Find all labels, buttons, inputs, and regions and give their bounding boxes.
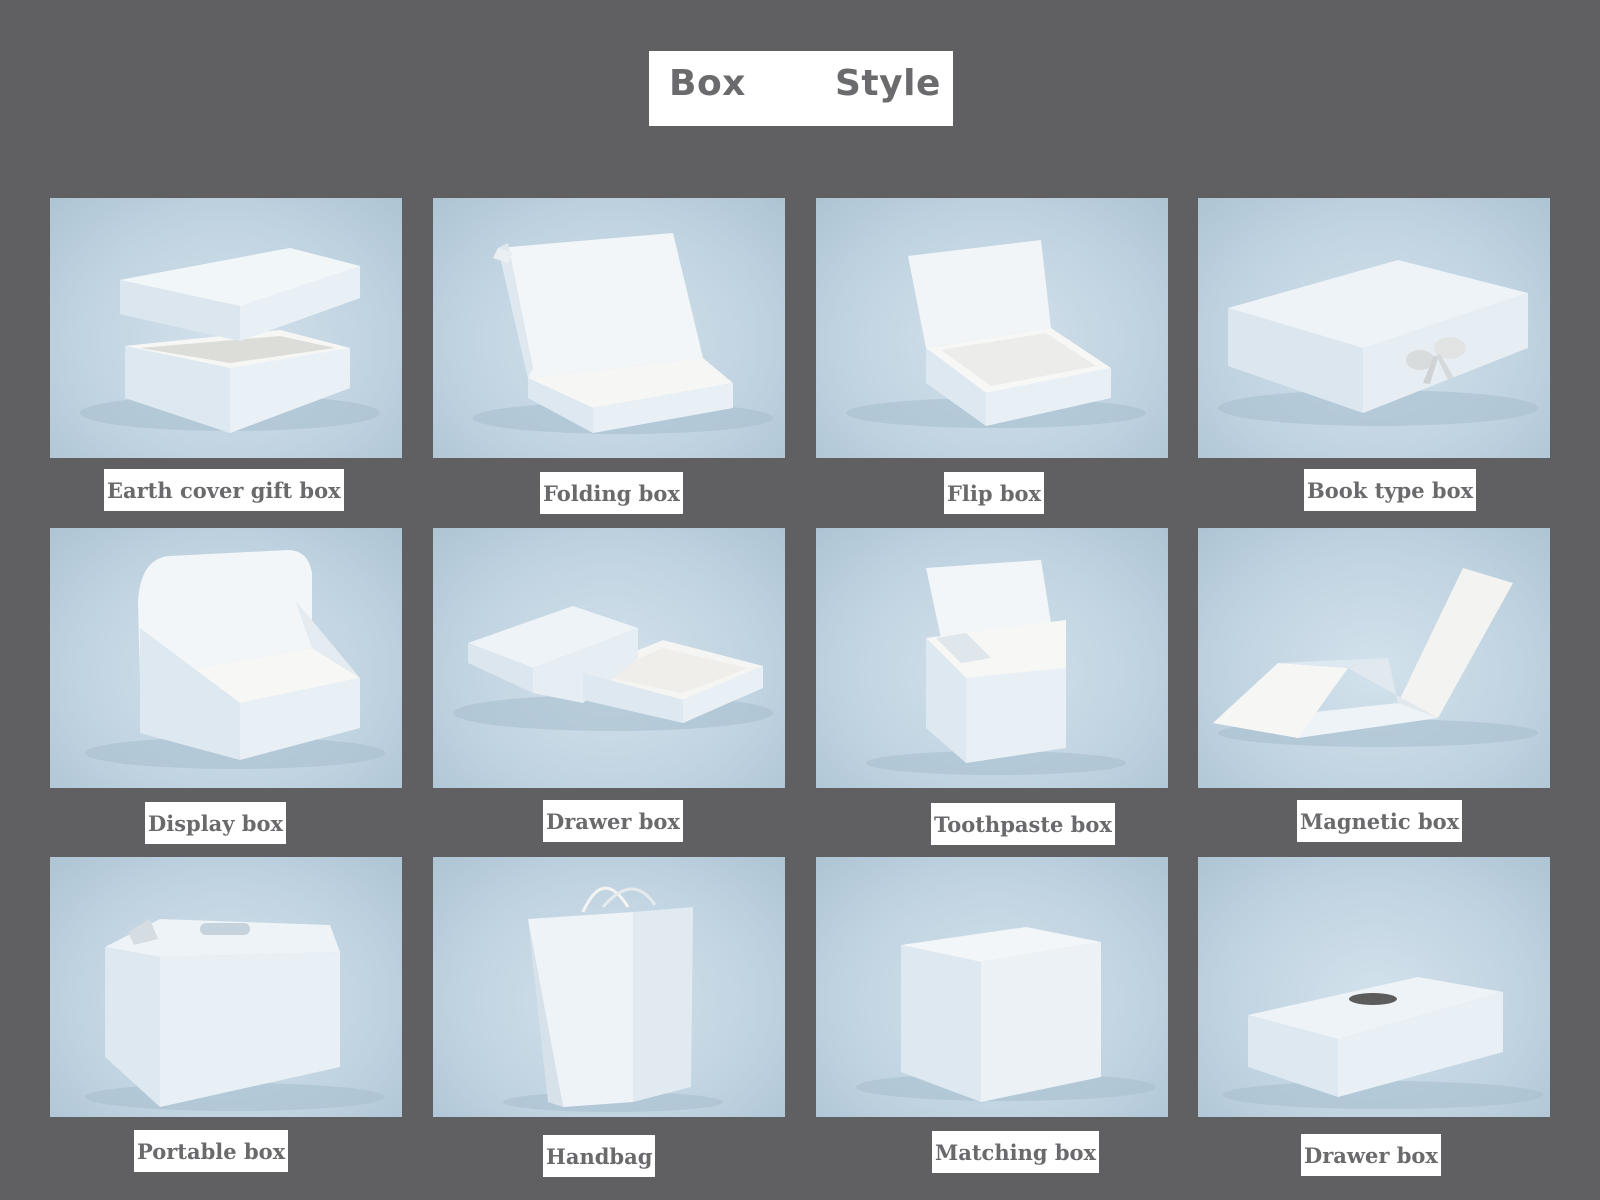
flip-lid-box-icon [846, 240, 1146, 428]
tile-tissue-box [1198, 857, 1550, 1117]
folding-mailer-box-icon [473, 233, 773, 434]
label-drawer-box-2: Drawer box [1301, 1134, 1441, 1176]
title-word-box: Box [669, 63, 746, 104]
tile-earth-cover-gift-box [50, 198, 402, 458]
label-toothpaste-box: Toothpaste box [931, 803, 1115, 845]
label-portable-box: Portable box [134, 1130, 289, 1172]
paper-bag-icon [503, 886, 723, 1112]
tile-magnetic-box [1198, 528, 1550, 788]
tile-matching-box [816, 857, 1168, 1117]
tile-flip-box [816, 198, 1168, 458]
label-magnetic-box: Magnetic box [1297, 800, 1463, 842]
tile-folding-box [433, 198, 785, 458]
tile-handbag [433, 857, 785, 1117]
lid-and-base-box-icon [80, 248, 380, 433]
tile-display-box [50, 528, 402, 788]
shipping-carton-icon [856, 927, 1156, 1102]
tuck-end-box-icon [866, 560, 1126, 775]
label-earth-cover-gift-box: Earth cover gift box [104, 469, 344, 511]
label-display-box: Display box [145, 802, 287, 844]
sliding-drawer-box-icon [453, 606, 773, 731]
label-book-type-box: Book type box [1304, 469, 1477, 511]
tissue-box-icon [1223, 977, 1543, 1109]
carry-handle-box-icon [85, 919, 385, 1111]
magnetic-folding-box-icon [1213, 568, 1538, 747]
tile-drawer-box [433, 528, 785, 788]
label-drawer-box: Drawer box [543, 800, 683, 842]
label-folding-box: Folding box [540, 472, 683, 514]
label-handbag: Handbag [543, 1135, 656, 1177]
title-word-style: Style [835, 63, 941, 104]
tile-book-type-box [1198, 198, 1550, 458]
tile-toothpaste-box [816, 528, 1168, 788]
display-box-icon [85, 550, 385, 769]
tile-portable-box [50, 857, 402, 1117]
label-matching-box: Matching box [932, 1131, 1100, 1173]
page-title: Box Style [649, 51, 953, 126]
label-flip-box: Flip box [944, 472, 1045, 514]
book-box-with-ribbon-icon [1218, 260, 1538, 426]
